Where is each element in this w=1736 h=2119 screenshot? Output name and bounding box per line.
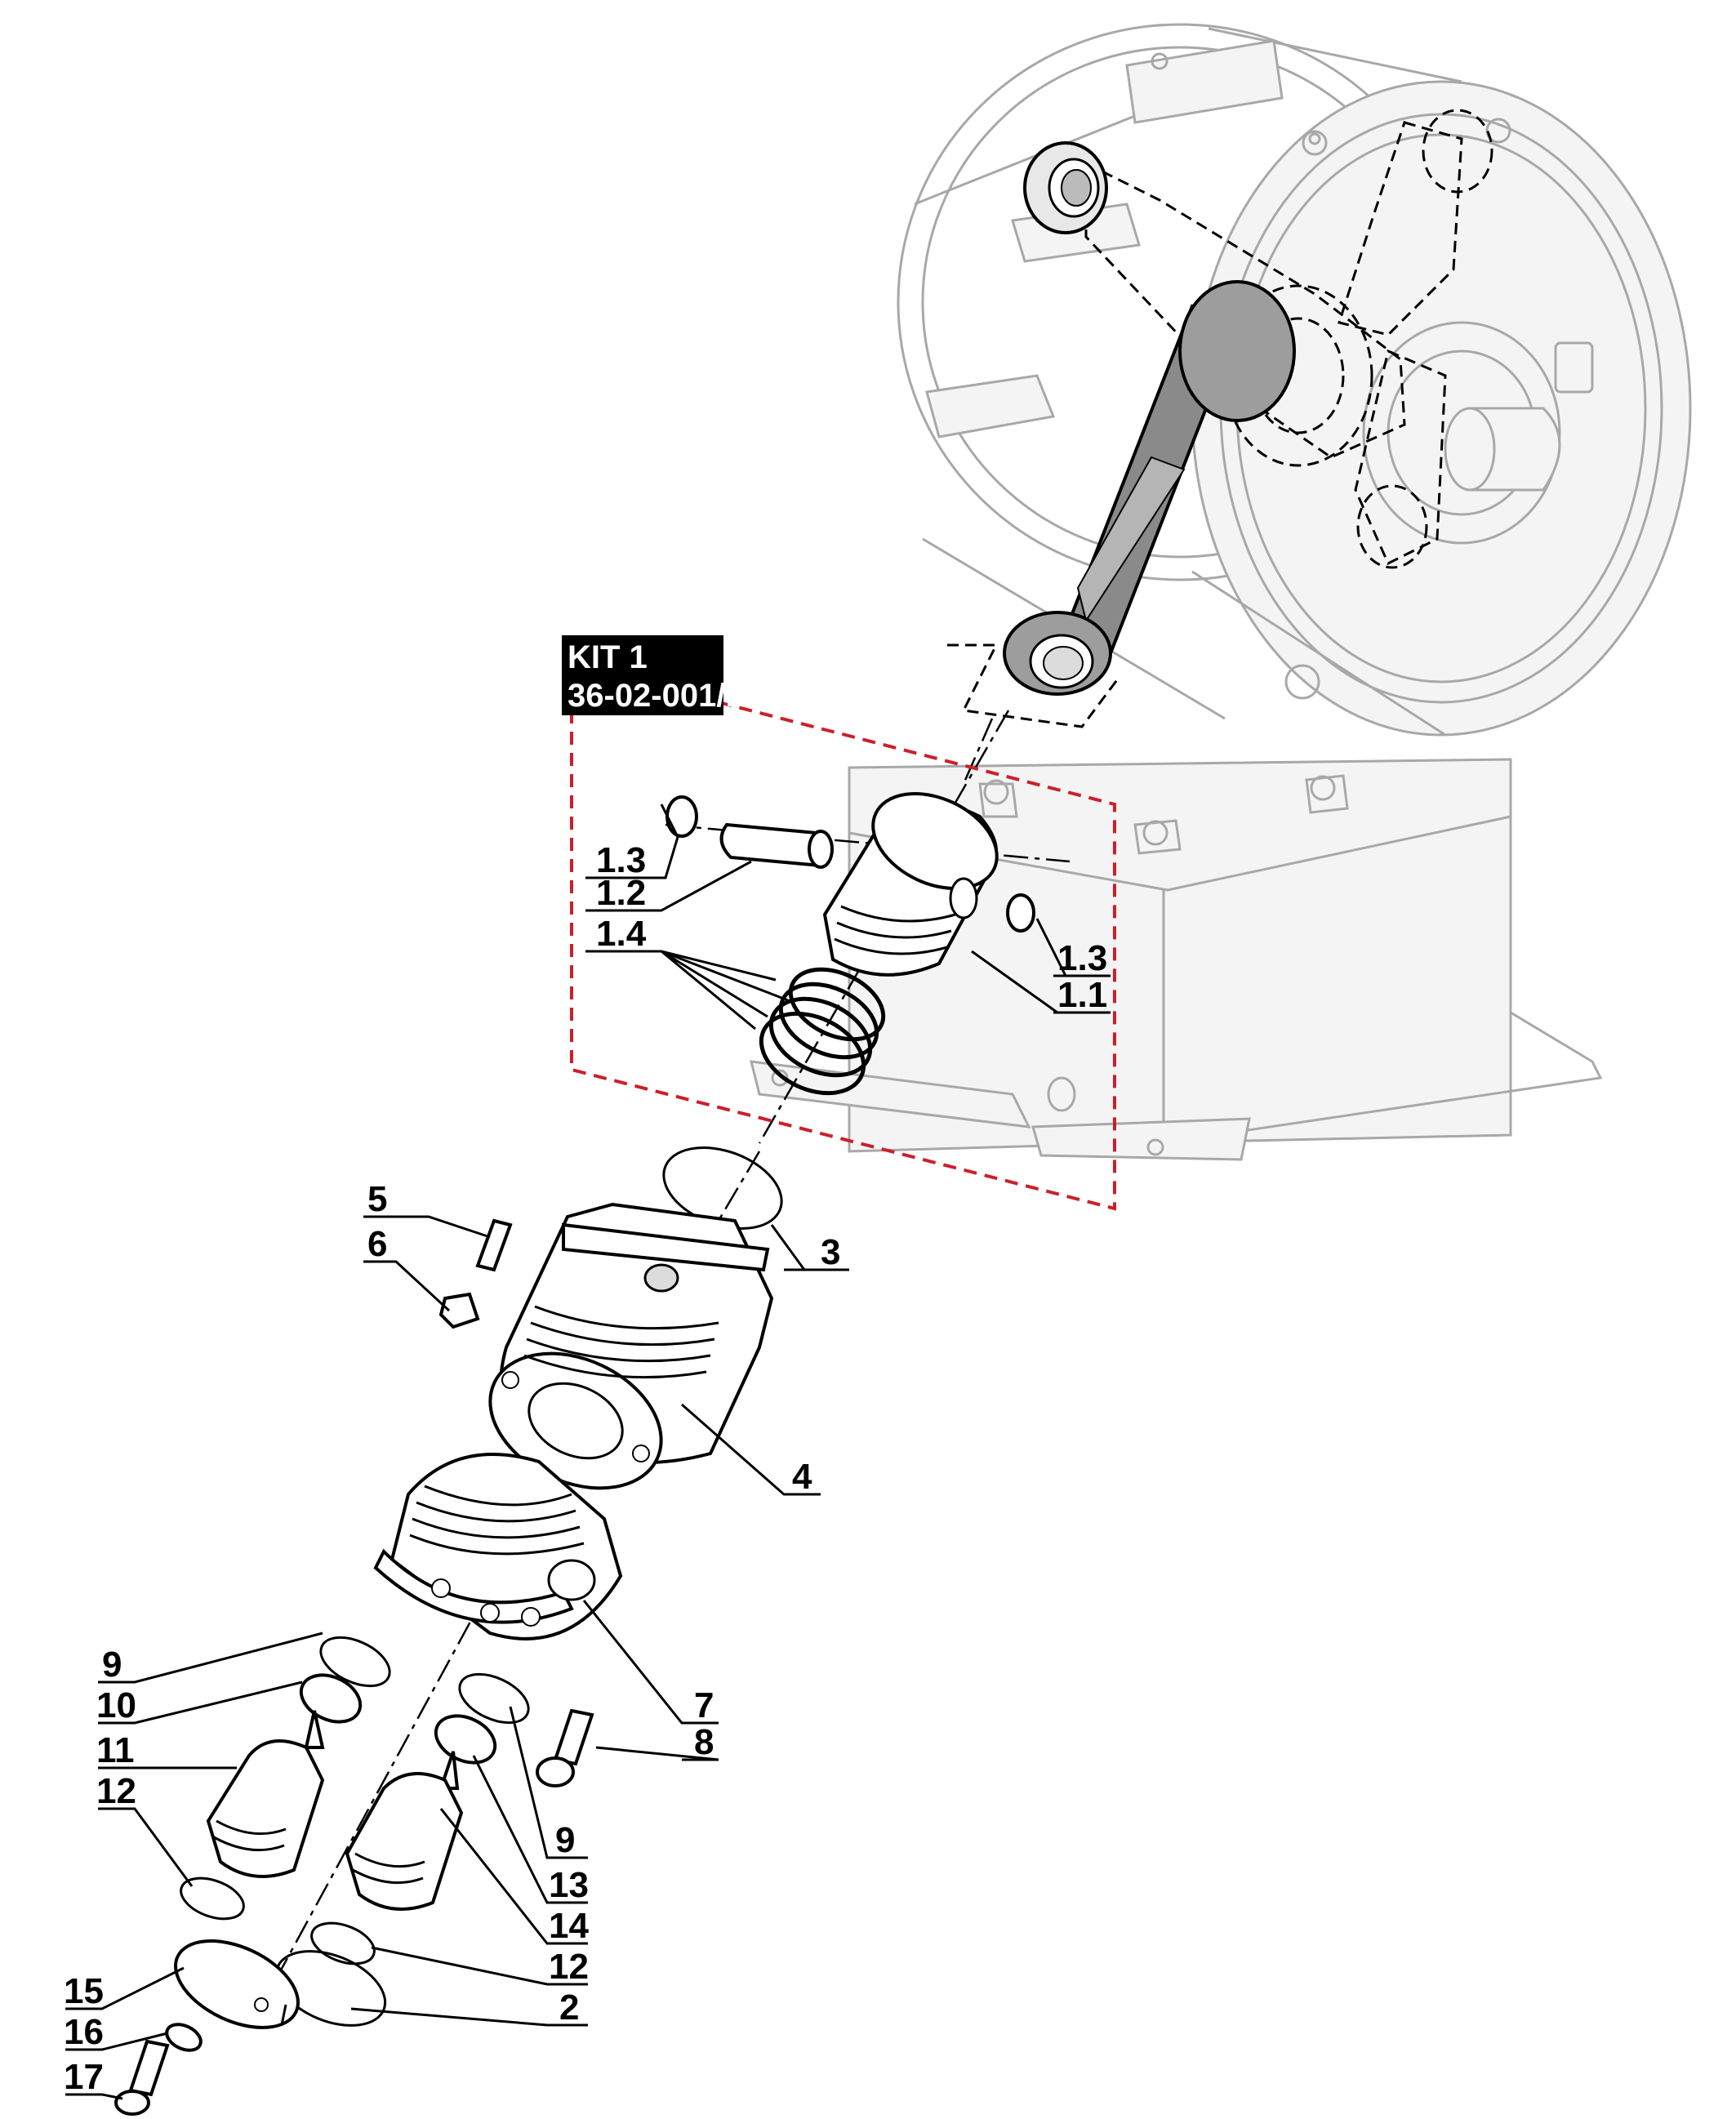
callout-14: 14 bbox=[549, 1906, 589, 1946]
o-ring-9-right bbox=[458, 1672, 530, 1725]
callout-underlines bbox=[65, 1215, 849, 2096]
callout-labels: 1.3 1.2 1.4 1.3 1.1 3 5 6 4 bbox=[64, 840, 1111, 2097]
svg-text:1.2: 1.2 bbox=[596, 873, 646, 913]
callout-6: 6 bbox=[367, 1224, 387, 1264]
svg-text:4: 4 bbox=[792, 1457, 812, 1497]
callout-1-4: 1.4 bbox=[585, 914, 661, 954]
svg-text:10: 10 bbox=[96, 1685, 136, 1725]
svg-text:8: 8 bbox=[694, 1722, 714, 1762]
svg-text:11: 11 bbox=[96, 1730, 135, 1770]
callout-12-left: 12 bbox=[96, 1771, 136, 1811]
screw-8 bbox=[536, 1708, 594, 1787]
svg-text:2: 2 bbox=[559, 1988, 579, 2028]
kit-title: KIT 1 bbox=[568, 639, 648, 675]
callout-5: 5 bbox=[367, 1179, 387, 1219]
callout-3: 3 bbox=[821, 1232, 840, 1272]
callout-1-3-right: 1.3 bbox=[1053, 938, 1111, 978]
callout-2: 2 bbox=[559, 1988, 579, 2028]
callout-17: 17 bbox=[64, 2057, 104, 2097]
callout-9-right: 9 bbox=[555, 1820, 575, 1860]
valve-cage-11 bbox=[206, 1739, 325, 1878]
callout-15: 15 bbox=[64, 1971, 104, 2011]
svg-text:17: 17 bbox=[64, 2057, 104, 2097]
svg-text:1.3: 1.3 bbox=[1057, 938, 1107, 978]
o-ring-12-right bbox=[310, 1921, 376, 1965]
nut-6 bbox=[438, 1292, 480, 1329]
callout-12-right: 12 bbox=[549, 1947, 589, 1987]
svg-text:12: 12 bbox=[96, 1771, 136, 1811]
svg-text:9: 9 bbox=[555, 1820, 575, 1860]
svg-text:6: 6 bbox=[367, 1224, 387, 1264]
kit-label: KIT 1 36-02-001/R bbox=[562, 635, 749, 715]
svg-text:16: 16 bbox=[64, 2012, 104, 2052]
cylinder-head-7 bbox=[373, 1453, 623, 1640]
callout-4: 4 bbox=[792, 1457, 812, 1497]
stud-5 bbox=[475, 1218, 513, 1272]
callout-9-left: 9 bbox=[102, 1645, 122, 1685]
cylinder-4 bbox=[488, 1202, 774, 1490]
kit-code: 36-02-001/R bbox=[568, 678, 749, 714]
svg-text:3: 3 bbox=[821, 1232, 840, 1272]
callout-13: 13 bbox=[549, 1865, 589, 1905]
callout-11: 11 bbox=[96, 1730, 135, 1770]
svg-text:14: 14 bbox=[549, 1906, 589, 1946]
kit-1-boundary bbox=[570, 701, 1116, 1211]
svg-text:12: 12 bbox=[549, 1947, 589, 1987]
svg-text:9: 9 bbox=[102, 1645, 122, 1685]
callout-16: 16 bbox=[64, 2012, 104, 2052]
kit-1-piston-group bbox=[665, 791, 1035, 1096]
callout-10: 10 bbox=[96, 1685, 136, 1725]
svg-text:15: 15 bbox=[64, 1971, 104, 2011]
o-ring-9-left bbox=[319, 1636, 391, 1688]
svg-text:7: 7 bbox=[694, 1685, 714, 1725]
compressor-housing-ghost bbox=[750, 23, 1692, 1161]
valve-10 bbox=[299, 1673, 363, 1749]
callout-1-2: 1.2 bbox=[585, 873, 661, 913]
svg-text:1.4: 1.4 bbox=[596, 914, 647, 954]
svg-text:1.3: 1.3 bbox=[596, 840, 646, 880]
callout-1-1: 1.1 bbox=[1053, 975, 1111, 1015]
cover-15 bbox=[174, 1939, 300, 2029]
valve-cage-14 bbox=[345, 1772, 464, 1911]
callout-8: 8 bbox=[694, 1722, 714, 1762]
valve-13 bbox=[434, 1714, 497, 1790]
svg-text:1.1: 1.1 bbox=[1057, 975, 1107, 1015]
svg-text:13: 13 bbox=[549, 1865, 589, 1905]
washer-16 bbox=[165, 2023, 203, 2052]
o-ring-12-left bbox=[180, 1876, 245, 1921]
callout-7: 7 bbox=[694, 1685, 714, 1725]
screw-17 bbox=[114, 2039, 170, 2116]
svg-text:5: 5 bbox=[367, 1179, 387, 1219]
callout-1-3-left: 1.3 bbox=[585, 840, 665, 880]
